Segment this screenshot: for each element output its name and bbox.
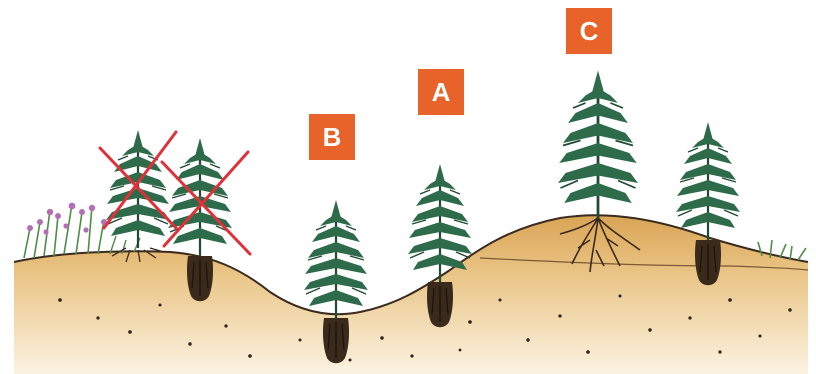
label-a: A: [418, 69, 464, 115]
crossed-out-tree-1: [106, 130, 170, 262]
label-b: B: [309, 114, 355, 160]
label-c: C: [566, 8, 612, 54]
